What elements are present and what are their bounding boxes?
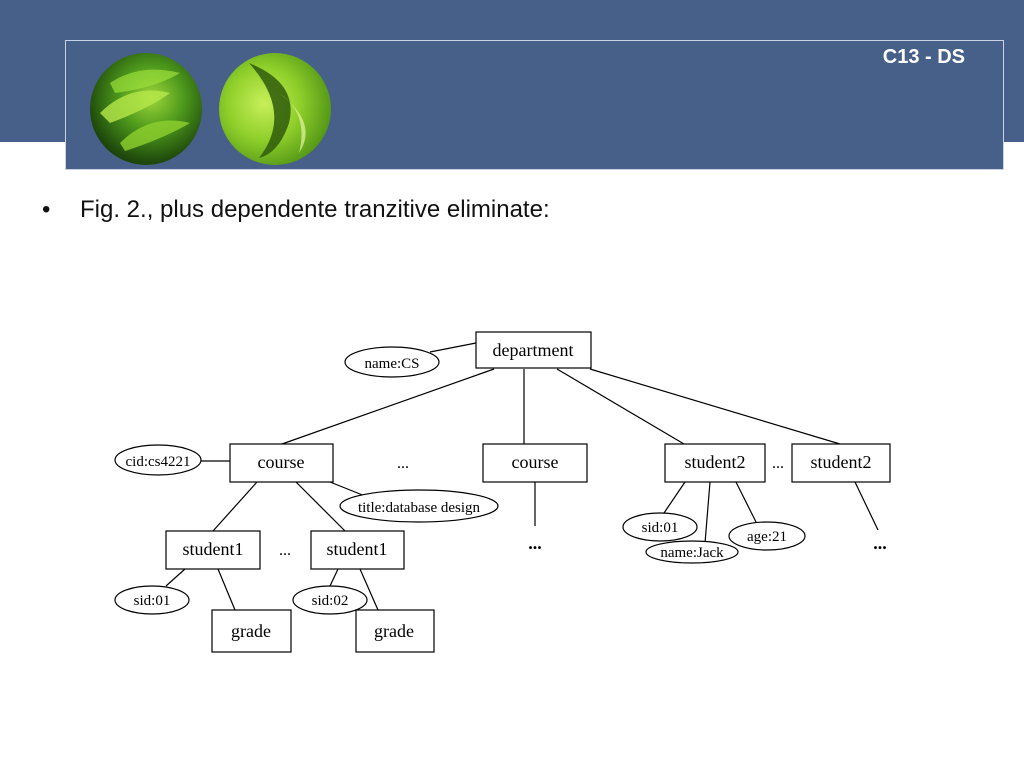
svg-text:name:CS: name:CS <box>365 356 420 372</box>
svg-text:department: department <box>493 340 574 360</box>
header-banner: C13 - DS <box>65 40 1004 170</box>
edge-dept-student2-a <box>556 368 685 445</box>
node-student1-b: student1 <box>310 530 405 570</box>
bullet-dot-icon: • <box>42 196 51 223</box>
node-age: age:21 <box>728 521 806 551</box>
node-student2-b: student2 <box>791 443 891 483</box>
edge-course-student1-b <box>295 481 346 532</box>
node-student1-a: student1 <box>165 530 261 570</box>
edge-course-student1-a <box>212 481 258 532</box>
svg-text:sid:01: sid:01 <box>642 520 679 536</box>
svg-text:course: course <box>258 452 305 472</box>
node-name-cs: name:CS <box>344 346 440 378</box>
svg-text:grade: grade <box>231 621 271 641</box>
svg-text:cid:cs4221: cid:cs4221 <box>126 454 191 470</box>
node-name-jack: name:Jack <box>645 540 739 564</box>
node-grade-a: grade <box>211 609 292 653</box>
edge-student1a-sid <box>165 568 186 587</box>
node-sid-02: sid:02 <box>292 585 368 615</box>
edge-student2-b-down <box>854 481 879 531</box>
svg-text:course: course <box>512 452 559 472</box>
svg-text:sid:01: sid:01 <box>134 593 171 609</box>
svg-text:student2: student2 <box>811 452 872 472</box>
edge-student1a-grade <box>217 568 236 611</box>
edges <box>165 342 879 611</box>
node-cid: cid:cs4221 <box>114 444 202 476</box>
ellipsis-students2: ... <box>772 455 784 472</box>
ellipsis-course-children: ... <box>528 533 542 553</box>
leaf-logo-left <box>90 53 202 165</box>
node-department: department <box>475 331 592 369</box>
edge-course-title <box>329 481 366 497</box>
bullet-item: • Fig. 2., plus dependente tranzitive eli… <box>42 196 550 224</box>
edge-student1b-grade <box>359 568 379 611</box>
svg-text:sid:02: sid:02 <box>312 593 349 609</box>
svg-text:grade: grade <box>374 621 414 641</box>
edge-student2-age <box>735 481 757 523</box>
node-title: title:database design <box>339 489 499 523</box>
node-sid-01-left: sid:01 <box>114 585 190 615</box>
leaf-logo-right <box>219 53 331 165</box>
node-sid-01-right: sid:01 <box>622 512 698 542</box>
svg-text:student2: student2 <box>685 452 746 472</box>
svg-text:title:database design: title:database design <box>358 500 481 516</box>
ellipsis-student2-children: ... <box>873 533 887 553</box>
slide-tag: C13 - DS <box>882 46 965 68</box>
edge-dept-name <box>429 342 477 353</box>
node-course-left: course <box>229 443 334 483</box>
edge-student2-sid <box>663 481 686 514</box>
edge-dept-course-left <box>281 368 495 445</box>
svg-text:student1: student1 <box>183 539 244 559</box>
edge-dept-student2-b <box>589 368 841 445</box>
node-student2-a: student2 <box>664 443 766 483</box>
ellipsis-courses: ... <box>397 455 409 472</box>
bullet-text: Fig. 2., plus dependente tranzitive elim… <box>80 196 550 223</box>
node-grade-b: grade <box>355 609 435 653</box>
ellipsis-students1: ... <box>279 542 291 559</box>
edge-student2-name <box>704 481 711 544</box>
node-course-mid: course <box>482 443 588 483</box>
svg-text:student1: student1 <box>327 539 388 559</box>
svg-text:age:21: age:21 <box>747 529 787 545</box>
edge-student1b-sid <box>329 568 339 587</box>
svg-text:name:Jack: name:Jack <box>660 545 724 561</box>
